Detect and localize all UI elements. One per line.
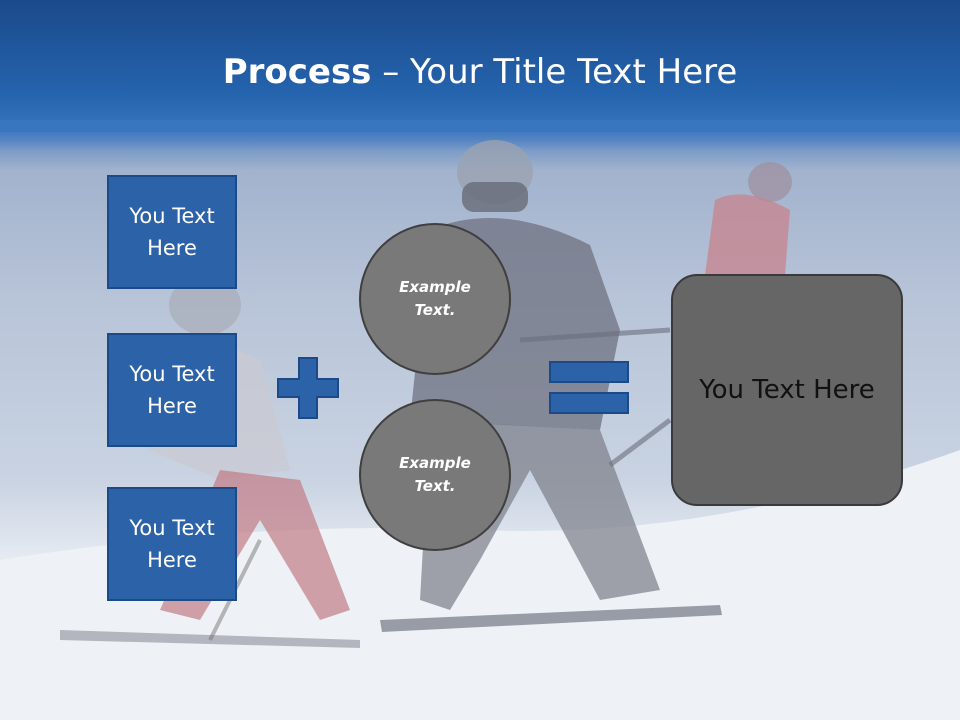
title-rest: – Your Title Text Here [371, 52, 738, 92]
result-box[interactable]: You Text Here [671, 274, 903, 506]
text-box-label: You Text Here [129, 362, 215, 418]
text-box-1[interactable]: You Text Here [107, 175, 237, 289]
plus-icon [277, 357, 339, 419]
text-box-2[interactable]: You Text Here [107, 333, 237, 447]
circle-label: Example Text. [399, 278, 471, 319]
text-box-label: You Text Here [129, 516, 215, 572]
header-band [0, 0, 960, 132]
text-box-3[interactable]: You Text Here [107, 487, 237, 601]
circle-label: Example Text. [399, 454, 471, 495]
title-bold: Process [222, 52, 372, 92]
equals-icon [549, 361, 629, 414]
slide-title: Process – Your Title Text Here [0, 52, 960, 92]
example-circle-1[interactable]: Example Text. [359, 223, 511, 375]
result-label: You Text Here [699, 375, 875, 405]
text-box-label: You Text Here [129, 204, 215, 260]
example-circle-2[interactable]: Example Text. [359, 399, 511, 551]
